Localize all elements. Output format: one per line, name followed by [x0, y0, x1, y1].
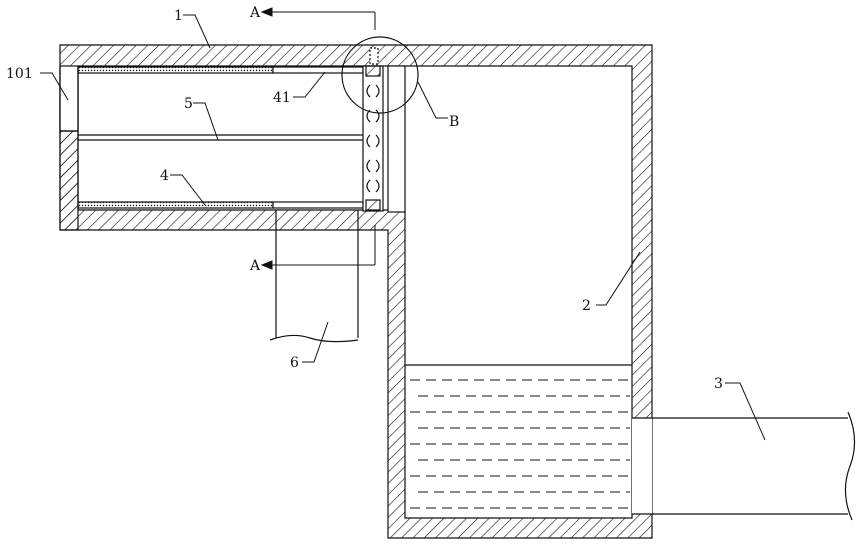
label-filter-upper: 41 [273, 90, 291, 106]
vertical-assembly [363, 48, 383, 211]
label-housing: 1 [174, 8, 183, 24]
label-tank: 2 [582, 298, 591, 314]
label-detail: B [449, 114, 459, 130]
upper-filter [78, 67, 363, 73]
label-outlet-pipe: 3 [714, 376, 723, 392]
label-inlet-pipe: 6 [290, 355, 299, 371]
tank-liquid [405, 365, 632, 508]
label-divider: 5 [184, 96, 193, 112]
label-filter-lower: 4 [160, 168, 169, 184]
lower-filter [78, 202, 363, 208]
label-section-bottom: A [249, 258, 261, 274]
outlet-pipe [632, 412, 855, 520]
housing-walls [60, 45, 652, 538]
label-opening: 101 [6, 66, 33, 82]
divider-plate [78, 135, 363, 140]
label-section-top: A [249, 5, 261, 21]
